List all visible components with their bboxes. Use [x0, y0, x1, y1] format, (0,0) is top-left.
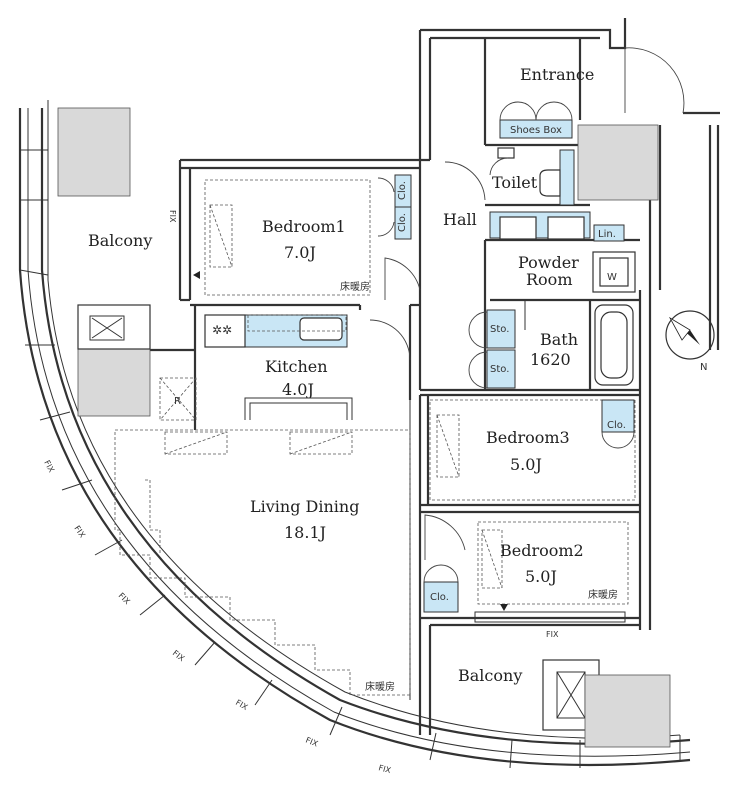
- ac-unit-top: [57, 107, 131, 197]
- bedroom1-floor-heating: 床暖房: [340, 280, 370, 293]
- bedroom3-closet-label: Clo.: [607, 420, 626, 431]
- storage-1-label: Sto.: [490, 324, 509, 335]
- hall-label: Hall: [443, 210, 477, 229]
- living-dining-name: Living Dining: [250, 497, 359, 516]
- bedroom1-name: Bedroom1: [262, 217, 346, 236]
- kitchen: ✲✲ Kitchen 4.0J R: [159, 314, 411, 421]
- facade-mullions: [19, 149, 681, 769]
- entrance-equipment: [577, 124, 659, 201]
- refrigerator: [159, 377, 197, 421]
- fix-label-6: FIX: [304, 736, 319, 749]
- fix-label-4: FIX: [171, 648, 187, 663]
- kitchen-size: 4.0J: [282, 380, 314, 399]
- storage: Sto. Sto.: [468, 309, 516, 389]
- toilet-sink: [497, 147, 515, 159]
- entrance-label: Entrance: [520, 65, 594, 84]
- bedroom2-floor-heating: 床暖房: [588, 588, 618, 601]
- bedroom1-closet-label-a: Clo.: [397, 181, 408, 200]
- fix-label-2: FIX: [72, 524, 87, 540]
- svg-text:✲✲: ✲✲: [212, 323, 232, 337]
- stove: [204, 314, 246, 348]
- powder-room-label-2: Room: [526, 270, 572, 289]
- washer-label: W: [607, 272, 617, 283]
- balcony-top-label: Balcony: [88, 231, 152, 250]
- fix-label-5: FIX: [234, 698, 250, 712]
- bedroom1-closet-label-b: Clo.: [397, 213, 408, 232]
- fix-label-3: FIX: [117, 591, 133, 607]
- toilet-label: Toilet: [492, 173, 538, 192]
- balcony-ac-unit: [584, 674, 671, 748]
- fix-side-b1: FIX: [168, 210, 177, 223]
- bedroom2-size: 5.0J: [525, 567, 557, 586]
- storage-2-label: Sto.: [490, 364, 509, 375]
- vanity-sink-2: [547, 216, 585, 240]
- kitchen-name: Kitchen: [265, 357, 328, 376]
- fix-b2: FIX: [546, 630, 559, 639]
- toilet-counter: [559, 149, 575, 206]
- bedroom3: Bedroom3 5.0J Clo.: [429, 399, 636, 501]
- compass-north: N: [700, 362, 707, 373]
- kitchen-sink: [299, 317, 343, 341]
- balcony-bottom: Balcony: [458, 659, 671, 748]
- utility-box: [77, 304, 151, 350]
- bedroom2-closet-label: Clo.: [430, 592, 449, 603]
- linen-label: Lin.: [598, 229, 616, 240]
- bedroom3-size: 5.0J: [510, 455, 542, 474]
- bedroom2: Bedroom2 5.0J 床暖房 Clo. FIX: [423, 514, 629, 639]
- outer-walls: [150, 18, 720, 735]
- compass: N: [665, 310, 715, 373]
- vanity-sink-1: [499, 216, 537, 240]
- storage-2: [486, 349, 516, 389]
- balcony-bottom-label: Balcony: [458, 666, 522, 685]
- ac-unit-mid: [77, 347, 151, 417]
- entrance-area: Entrance Shoes Box Hall Toilet: [443, 47, 685, 229]
- powder-room-label-1: Powder: [518, 253, 579, 272]
- bedroom2-name: Bedroom2: [500, 541, 584, 560]
- washer-body: [599, 257, 629, 287]
- storage-1: [486, 309, 516, 349]
- bedroom1: Bedroom1 7.0J 床暖房 Clo. Clo.: [193, 174, 421, 300]
- refrigerator-label: R: [174, 396, 181, 407]
- bedroom1-size: 7.0J: [284, 243, 316, 262]
- bedroom3-name: Bedroom3: [486, 428, 570, 447]
- powder-room: Powder Room Lin. W: [489, 211, 636, 293]
- living-dining-size: 18.1J: [284, 523, 326, 542]
- living-dining: Living Dining 18.1J 床暖房: [114, 429, 411, 696]
- shoes-box-label: Shoes Box: [510, 125, 562, 136]
- linen-closet: [593, 224, 625, 242]
- bedroom3-closet: [601, 399, 635, 433]
- bath-size: 1620: [530, 350, 571, 369]
- curved-facade: [18, 100, 691, 769]
- fix-label-7: FIX: [377, 763, 392, 775]
- bedroom2-closet: [423, 581, 459, 613]
- fix-label-1: FIX: [42, 459, 56, 475]
- bath-name: Bath: [540, 330, 578, 349]
- bath: Bath 1620: [524, 300, 634, 386]
- interior-walls: [190, 38, 640, 700]
- living-floor-heating: 床暖房: [365, 680, 395, 693]
- balcony-top: Balcony FIX: [57, 107, 177, 417]
- bedroom1-closet-b: [394, 206, 412, 240]
